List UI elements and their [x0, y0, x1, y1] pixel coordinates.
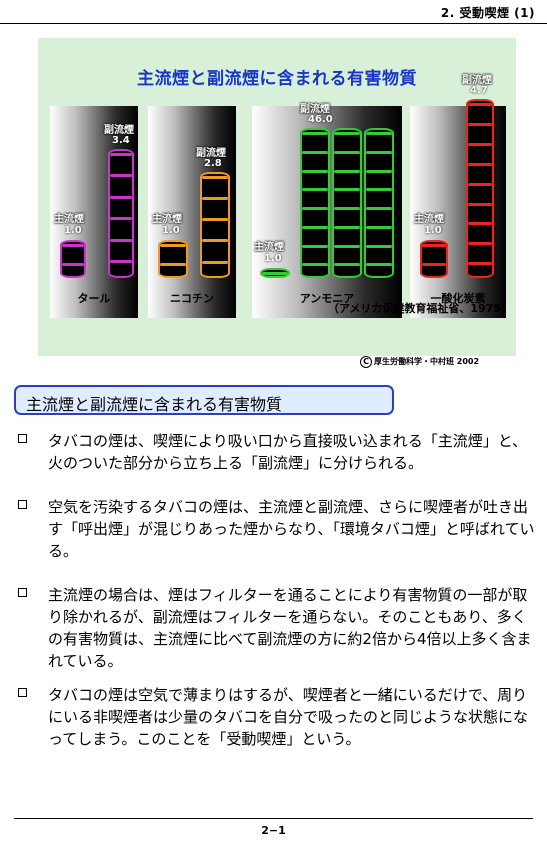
bar-stripe — [302, 244, 328, 248]
category-label: タール — [77, 292, 111, 305]
bar-stripe — [366, 263, 392, 267]
mainstream-value-label: 1.0 — [264, 253, 282, 264]
bar-stripe — [468, 103, 492, 107]
bar-stripe — [302, 207, 328, 210]
bar-stripe — [202, 239, 228, 243]
bar-stripe — [62, 244, 84, 247]
sidestream-value-label: 3.4 — [112, 134, 130, 146]
bar-stripe — [110, 152, 132, 156]
bar-stripe — [334, 225, 360, 229]
bar-stripe — [366, 169, 392, 173]
bullet-text: 空気を汚染するタバコの煙は、主流煙と副流煙、さらに喫煙者が吐き出す「呼出煙」が混… — [48, 498, 535, 560]
page-number: 2−1 — [261, 824, 286, 837]
bar-stripe — [366, 150, 392, 154]
bar-stripe — [262, 272, 288, 275]
chart-title: 主流煙と副流煙に含まれる有害物質 — [137, 69, 417, 89]
bar-stripe — [366, 132, 392, 135]
page-header: 2. 受動喫煙 (1) — [0, 0, 547, 24]
sidestream-series-label: 副流煙 — [462, 75, 492, 87]
bullet-square-icon — [18, 500, 27, 509]
bullet-square-icon — [18, 688, 27, 697]
bar-stripe — [468, 202, 492, 206]
mainstream-series-label: 主流煙 — [254, 242, 284, 253]
bar-stripe — [160, 244, 186, 247]
footer-divider — [14, 818, 533, 819]
bar-stripe — [366, 244, 392, 248]
mainstream-series-label: 主流煙 — [152, 214, 182, 225]
bullet-square-icon — [18, 588, 27, 597]
bar-stripe — [334, 207, 360, 210]
bar-stripe — [468, 262, 492, 266]
bar-stripe — [334, 169, 360, 173]
category-label: ニコチン — [170, 292, 214, 305]
sidestream-bar — [466, 99, 494, 278]
bar-stripe — [468, 162, 492, 166]
sidestream-bar — [108, 148, 134, 278]
bar-stripe — [422, 244, 446, 247]
sidestream-value-label: 46.0 — [308, 114, 333, 125]
mainstream-series-label: 主流煙 — [54, 214, 84, 225]
sidestream-value-label: 4.7 — [470, 85, 488, 97]
bar-stripe — [334, 150, 360, 154]
bar-stripe — [334, 132, 360, 135]
bar-stripe — [302, 169, 328, 173]
sidestream-bar — [200, 171, 230, 278]
bar-stripe — [366, 188, 392, 192]
sidestream-series-label: 副流煙 — [300, 104, 330, 115]
copyright-text: 厚生労働科学・中村班 2002 — [374, 357, 480, 366]
bar-stripe — [202, 196, 228, 200]
bar-stripe — [302, 188, 328, 192]
sidestream-series-label: 副流煙 — [104, 124, 134, 136]
bar-stripe — [334, 244, 360, 248]
sidestream-value-label: 2.8 — [204, 157, 222, 169]
header-title: 2. 受動喫煙 (1) — [440, 6, 535, 20]
bar-stripe — [366, 207, 392, 210]
category-label: アンモニア — [299, 292, 355, 305]
bar-stripe — [202, 175, 228, 179]
bar-stripe — [160, 263, 186, 266]
bar-stripe — [468, 242, 492, 246]
bar-stripe — [422, 263, 446, 266]
bar-stripe — [62, 263, 84, 266]
mainstream-value-label: 1.0 — [424, 225, 442, 236]
bullet-text: タバコの煙は、喫煙により吸い口から直接吸い込まれる「主流煙」と、火のついた部分か… — [48, 432, 528, 472]
copyright-icon: C — [360, 356, 372, 368]
bar-stripe — [110, 238, 132, 242]
bar-stripe — [366, 225, 392, 229]
bar-stripe — [334, 188, 360, 192]
mainstream-value-label: 1.0 — [64, 225, 82, 236]
bar-stripe — [202, 218, 228, 222]
bar-stripe — [468, 182, 492, 186]
section-title: 主流煙と副流煙に含まれる有害物質 — [26, 395, 283, 414]
bar-stripe — [110, 195, 132, 199]
bar-stripe — [302, 263, 328, 267]
bar-stripe — [202, 260, 228, 264]
mainstream-series-label: 主流煙 — [414, 214, 444, 225]
bar-stripe — [302, 132, 328, 135]
bullet-text: 主流煙の場合は、煙はフィルターを通ることにより有害物質の一部が取り除かれるが、副… — [48, 586, 532, 670]
bar-stripe — [302, 225, 328, 229]
section-heading-box: 主流煙と副流煙に含まれる有害物質 — [14, 385, 394, 415]
bar-stripe — [302, 150, 328, 154]
chart-source: （アメリカ保健教育福祉省、1975） — [327, 302, 512, 315]
sidestream-series-label: 副流煙 — [196, 147, 226, 159]
mainstream-value-label: 1.0 — [162, 225, 180, 236]
bullet-square-icon — [18, 434, 27, 443]
bar-stripe — [110, 217, 132, 221]
bullet-text: タバコの煙は空気で薄まりはするが、喫煙者と一緒にいるだけで、周りにいる非喫煙者は… — [48, 686, 529, 748]
bar-stripe — [468, 222, 492, 226]
bar-stripe — [468, 143, 492, 147]
bar-stripe — [110, 174, 132, 178]
category-label: 一酸化炭素 — [430, 292, 486, 305]
bar-stripe — [110, 260, 132, 264]
bar-stripe — [468, 123, 492, 127]
bar-stripe — [334, 263, 360, 267]
